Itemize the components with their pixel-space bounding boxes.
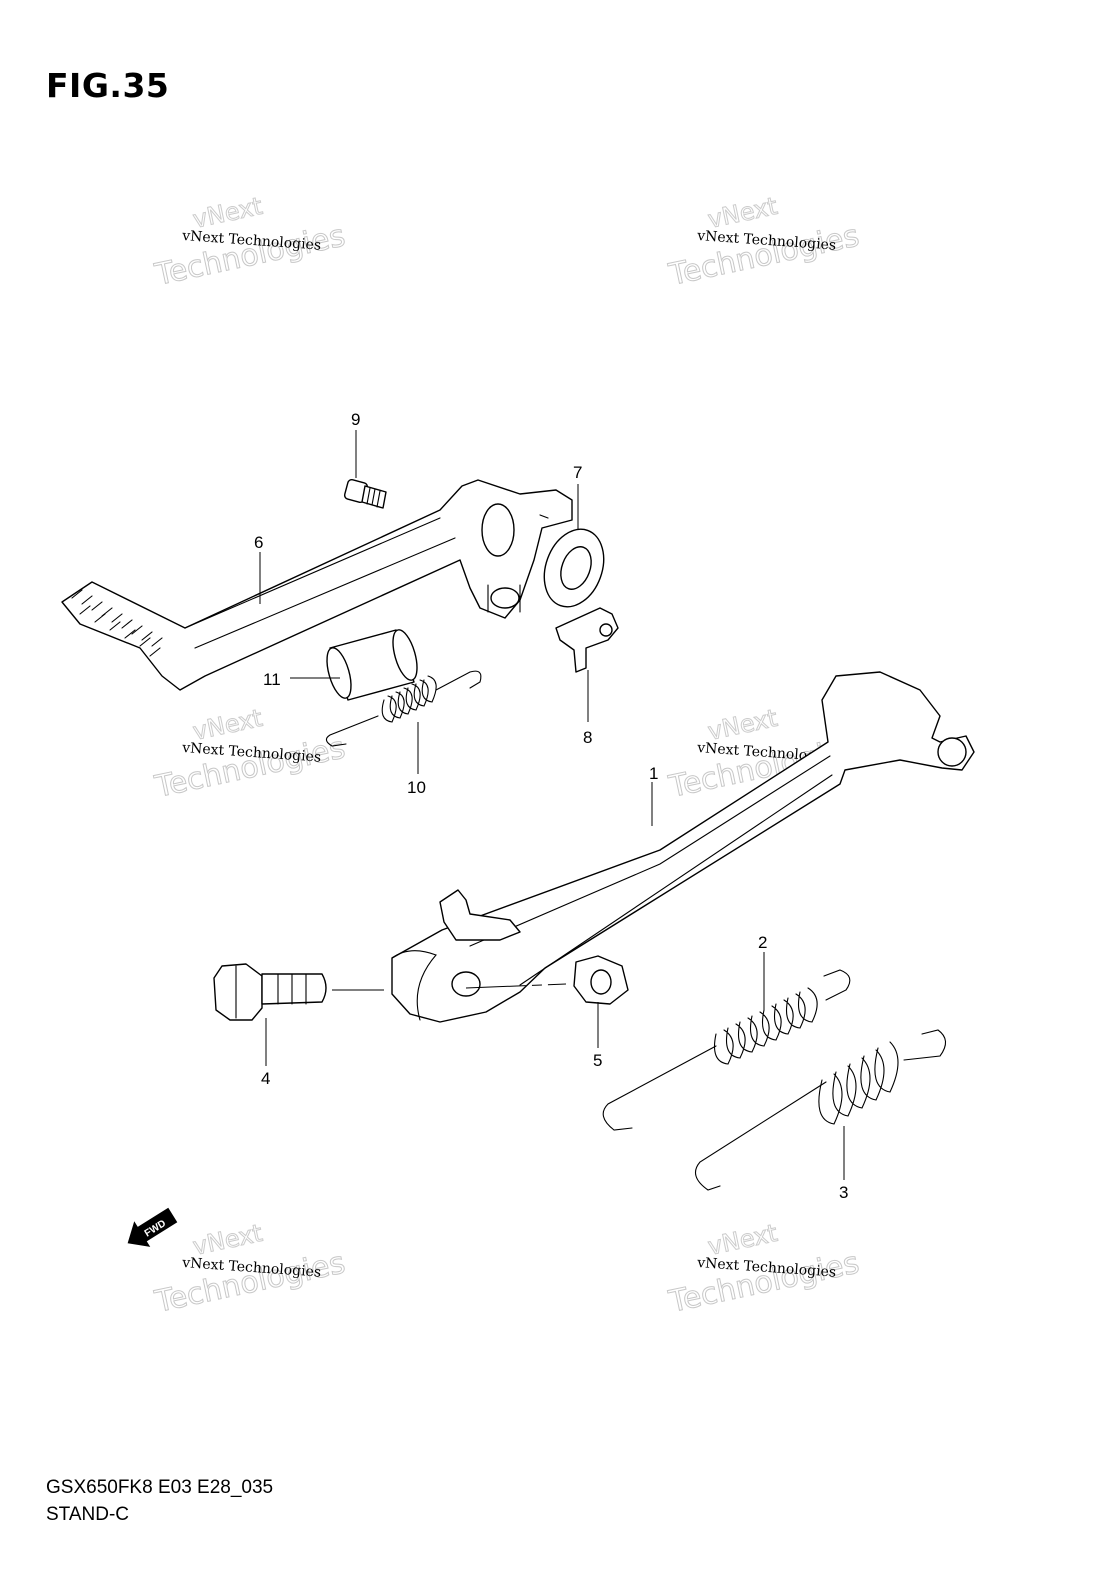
figure-title: FIG.35 [46,66,170,105]
section-name-label: STAND-C [46,1504,130,1525]
svg-text:Technologies: Technologies [665,219,862,294]
model-code-label: GSX650FK8 E03 E28_035 [46,1477,274,1498]
part-10-spring [325,670,482,747]
watermark-top-right: vNext Technologies vNext Technologies [665,191,863,294]
watermark-bottom-left: vNext Technologies vNext Technologies [151,1218,349,1321]
callout-9: 9 [351,410,360,429]
callout-3: 3 [839,1183,848,1202]
svg-text:vNext: vNext [190,704,264,746]
part-2-spring [602,969,851,1131]
callout-10: 10 [407,778,426,797]
callout-6: 6 [254,533,263,552]
svg-text:vNext: vNext [705,192,779,234]
svg-text:Technologies: Technologies [151,731,348,806]
part-1-side-stand [391,671,975,1023]
callout-8: 8 [583,728,592,747]
svg-text:vNext: vNext [705,1219,779,1261]
part-11-bushing [326,629,418,701]
callout-5: 5 [593,1051,602,1070]
watermark-bottom-right: vNext Technologies vNext Technologies [665,1218,863,1321]
part-6-pedal-lever [61,479,573,691]
svg-text:vNext: vNext [190,192,264,234]
svg-text:vNext: vNext [705,704,779,746]
leader-lines [259,430,845,1180]
callout-4: 4 [261,1069,270,1088]
part-4-pivot-bolt [213,963,327,1021]
part-7-washer [543,528,605,608]
callout-labels: 1 2 3 4 5 6 7 8 9 10 11 [254,410,848,1202]
callout-1: 1 [649,764,658,783]
watermark-mid-left: vNext Technologies vNext Technologies [151,703,349,806]
svg-text:vNext: vNext [190,1219,264,1261]
svg-text:Technologies: Technologies [665,1246,862,1321]
watermark-top-left: vNext Technologies vNext Technologies [151,191,349,294]
svg-text:Technologies: Technologies [151,219,348,294]
svg-text:Technologies: Technologies [151,1246,348,1321]
forward-direction-arrow-icon: FWD [127,1207,178,1247]
part-3-spring [694,1029,947,1191]
part-8-clip [555,607,619,673]
callout-2: 2 [758,933,767,952]
callout-11: 11 [263,670,281,689]
part-9-bolt [343,478,387,509]
part-5-nut [573,955,629,1005]
callout-7: 7 [573,463,582,482]
